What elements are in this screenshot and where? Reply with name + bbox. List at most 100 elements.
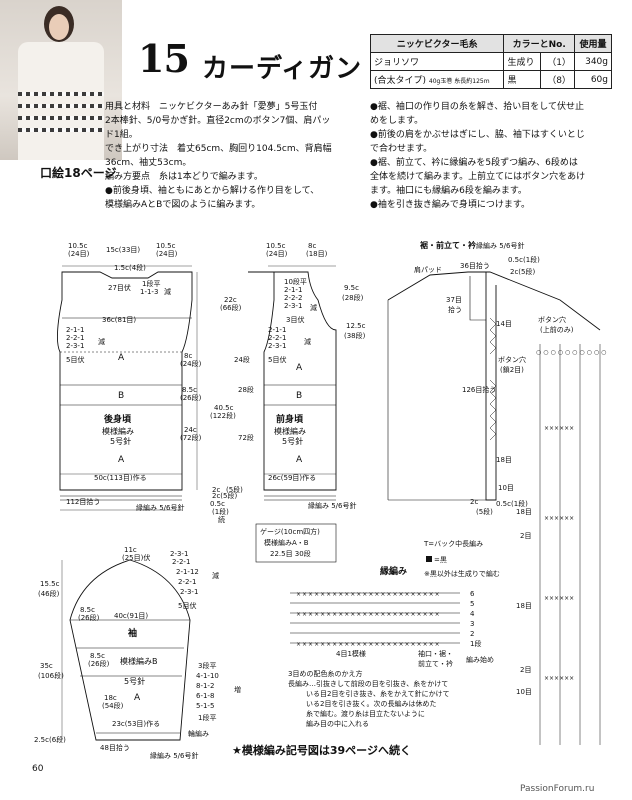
front-needle: 5号針: [282, 436, 303, 446]
back-edge: 縁編み 5/6号針: [136, 503, 185, 512]
stripe: [18, 116, 104, 120]
back-h-total2: (122段): [210, 411, 236, 420]
front-w-left: 10.5c: [266, 242, 286, 250]
edge-row: 3: [470, 620, 474, 628]
text-line: ●袖を引き抜き編みで身頃につけます。: [370, 200, 530, 210]
front-label-a: A: [296, 363, 303, 373]
front-arm-dec2: 2-2-1: [268, 334, 286, 342]
sleeve-h2: 8.5c: [90, 652, 105, 660]
front-edge: 縁編み 5/6号針: [308, 501, 357, 510]
text-line: めをします。: [370, 116, 424, 126]
back-w-mid: 15c(33目): [106, 246, 140, 254]
sleeve-dec4: 2-2-1: [178, 578, 196, 586]
edge-start: 編み始め: [466, 655, 494, 664]
front-pattern: 模様編み: [274, 426, 306, 436]
edge-legend2: =黒: [434, 556, 447, 564]
back-arm1: 2-1-1: [66, 326, 84, 334]
edge-row: 1段: [470, 639, 481, 648]
yarn-no: （8）: [540, 70, 575, 89]
right-chart-r4: 2目: [520, 666, 531, 674]
front-neck3: 2-2-2: [284, 294, 302, 302]
instructions-text: ●裾、袖口の作り目の糸を解き、拾い目をして伏せ止 めをします。 ●前後の肩をかぶ…: [370, 100, 615, 212]
yarn-type-label: (合太タイプ): [374, 76, 427, 86]
yarn-type: (合太タイプ) 40g玉巻 糸長約125m: [369, 70, 505, 89]
edge-four: 4目1模様: [336, 649, 366, 658]
back-h2: 8c: [184, 352, 192, 360]
chart-marks: ○○○○○○○○○○: [536, 349, 608, 356]
model-face: [49, 14, 69, 40]
front-arm: 24段: [234, 355, 250, 364]
front-rib: 2c(5段): [212, 491, 237, 500]
front-neck2: 2-1-1: [284, 286, 302, 294]
edge-row-marks: ××××××××××××××××××××××××: [296, 591, 441, 598]
front-sh2b: (38段): [344, 331, 366, 340]
back-w-right2: (24目): [156, 250, 178, 258]
back-h3: 8.5c: [182, 386, 197, 394]
sleeve-edge: 縁編み 5/6号針: [150, 751, 199, 760]
back-needle: 5号針: [110, 436, 131, 446]
back-pattern: 模様編み: [102, 426, 134, 436]
back-neck: 1.5c(4段): [114, 263, 146, 272]
border-sc: 2c: [470, 498, 478, 506]
text-line: 編み方要点 糸は1本どりで編みます。: [105, 172, 263, 182]
sleeve-inc3: 6-1-8: [196, 692, 214, 700]
back-neck-dec4: 減: [164, 287, 171, 296]
front-neck5: 3目伏: [286, 315, 304, 324]
collar-h: 0.5c(1段): [508, 255, 540, 264]
edge-cuff-label2: 前立て・衿: [418, 659, 453, 668]
usage-header: 使用量: [573, 34, 613, 53]
stripe: [18, 104, 104, 108]
front-sh1b: (28段): [342, 293, 364, 302]
border-title2: 縁編み 5/6号針: [476, 241, 525, 250]
sleeve-hand: 輪編み: [188, 729, 209, 738]
border-d2: 126目拾う: [462, 385, 496, 394]
border-r1: 37目: [446, 296, 462, 304]
back-h-total: 40.5c: [214, 404, 234, 412]
edge-row: 6: [470, 590, 475, 598]
sleeve-h3: 18c: [104, 694, 117, 702]
front-label-b: B: [296, 391, 302, 401]
right-chart-r3: 18目: [516, 602, 532, 610]
border-diagram: 裾・前立て・衿 縁編み 5/6号針 36目拾う 0.5c(1段) 2c(5段) …: [387, 240, 601, 516]
back-h4b: (72段): [180, 433, 202, 442]
back-name: 後身頃: [104, 413, 132, 425]
sleeve-diagram: 11c (25目)伏 2-3-1 2-2-1 2-1-12 2-2-1 2-3-…: [34, 546, 241, 760]
back-rib2: 0.5c: [210, 500, 225, 508]
edge-legend1: T=バック中長編み: [423, 539, 483, 548]
edge-legend3: ※黒以外は生成りで編む: [424, 569, 500, 578]
front-sh2: 12.5c: [346, 322, 366, 330]
back-arm-bind: 5目伏: [66, 355, 84, 364]
front-arm2: 28段: [238, 385, 254, 394]
front-arm-dec1: 2-1-1: [268, 326, 286, 334]
sleeve-dec-label: 減: [212, 571, 219, 580]
sleeve-h1b: (26段): [78, 613, 100, 622]
chart-marks: ××××××: [544, 675, 574, 682]
yarn-table: ニッケビクター毛糸 カラーとNo. 使用量 ジョリソワ 生成り （1） 340g…: [369, 34, 613, 89]
sleeve-cuff: 2.5c(6段): [34, 735, 66, 744]
gauge-line1: 模様編みA・B: [264, 538, 309, 547]
chart-marks: ××××××: [544, 425, 574, 432]
pattern-number: 15: [138, 36, 190, 81]
watermark: PassionForum.ru: [520, 784, 595, 794]
gauge-line2: 22.5目 30段: [270, 549, 311, 558]
sleeve-cap2: (46段): [38, 589, 60, 598]
right-edge-chart: ○○○○○○○○○○ ×××××× ×××××× ×××××× ×××××× 1…: [516, 344, 608, 745]
sleeve-inc-flat: 3段平: [198, 661, 216, 670]
sleeve-total2: (106段): [38, 671, 64, 680]
sleeve-pickup: 48目拾う: [100, 743, 130, 752]
back-rib1b: (5段): [226, 485, 243, 494]
front-w-right: 8c: [308, 242, 316, 250]
stripe: [18, 128, 104, 132]
back-width: 36c(81目): [102, 316, 136, 324]
edge-chart: 縁編み T=バック中長編み =黒 ※黒以外は生成りで編む ×××××××××××…: [288, 539, 500, 728]
collar-pick: 36目拾う: [460, 261, 490, 270]
black-swatch: [426, 556, 432, 562]
edge-note: 糸で編む。渡り糸は目立たないように: [306, 709, 425, 718]
gauge-title: ゲージ(10cm四方): [260, 527, 320, 536]
text-line: ●裾、前立て、衿に縁編みを5段ずつ編み、6段めは: [370, 158, 578, 168]
chart-marks: ××××××: [544, 595, 574, 602]
front-body-diagram: 10.5c (24目) 8c (18目) 10段平 2-1-1 2-2-2 2-…: [212, 242, 366, 510]
back-arm-dec: 減: [98, 337, 105, 346]
edge-row-marks: ××××××××××××××××××××××××: [296, 641, 441, 648]
